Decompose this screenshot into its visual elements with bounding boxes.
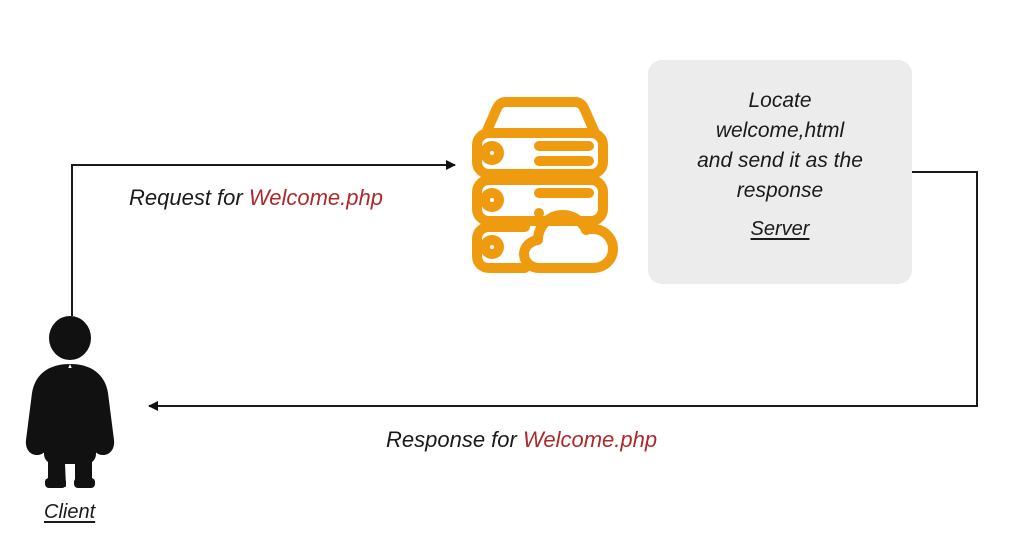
server-box-body-text: Locate welcome,html and send it as the r…	[697, 89, 863, 202]
response-edge-label: Response for Welcome.php	[386, 427, 657, 453]
request-label-prefix: Request for	[129, 185, 249, 210]
response-label-prefix: Response for	[386, 427, 523, 452]
request-arrow	[71, 160, 456, 316]
request-label-filename: Welcome.php	[248, 185, 383, 210]
server-rack-cloud-icon	[472, 97, 618, 273]
response-label-filename: Welcome.php	[522, 427, 658, 452]
client-label: Client	[44, 501, 96, 523]
response-arrow	[148, 171, 978, 411]
server-description-box: Locate welcome,html and send it as the r…	[648, 60, 912, 284]
request-edge-label: Request for Welcome.php	[129, 185, 383, 211]
server-box-label: Server	[750, 218, 810, 240]
person-silhouette-icon	[25, 316, 115, 488]
